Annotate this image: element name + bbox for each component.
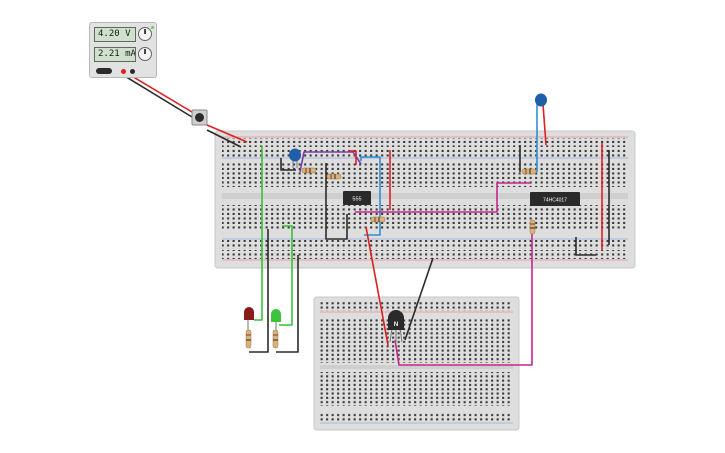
resistor-4[interactable] xyxy=(521,168,537,175)
negative-terminal-icon[interactable] xyxy=(130,69,135,74)
wire-black-gnd-1[interactable] xyxy=(249,229,269,353)
led-green[interactable] xyxy=(271,309,281,330)
chip-555-label: 555 xyxy=(352,197,361,203)
wire-red-supply[interactable] xyxy=(124,71,248,143)
main-breadboard[interactable] xyxy=(214,130,636,269)
power-switch[interactable] xyxy=(96,68,112,74)
resistor-2[interactable] xyxy=(326,173,342,180)
push-button[interactable] xyxy=(191,109,208,126)
wire-blue-555[interactable] xyxy=(360,156,381,236)
wire-red-555[interactable] xyxy=(348,150,357,165)
resistor-1[interactable] xyxy=(301,167,317,174)
wire-green-2[interactable] xyxy=(279,225,293,326)
resistor-5[interactable] xyxy=(529,219,536,235)
chip-74hc4017-label: 74HC4017 xyxy=(543,198,567,204)
resistor-led-red[interactable] xyxy=(245,329,252,349)
capacitor-2[interactable] xyxy=(535,93,547,107)
transistor-label: N xyxy=(394,322,398,328)
wire-black-emitter[interactable] xyxy=(404,257,434,341)
wire-black-rail-right[interactable] xyxy=(575,237,596,256)
current-knob-icon[interactable] xyxy=(138,47,152,61)
wire-green-1[interactable] xyxy=(254,146,263,321)
positive-terminal-icon[interactable] xyxy=(121,69,126,74)
wire-magenta-output[interactable] xyxy=(355,182,531,213)
chip-555[interactable]: 555 xyxy=(343,191,371,205)
resistor-3[interactable] xyxy=(370,216,386,223)
led-red[interactable] xyxy=(244,307,254,330)
wire-purple[interactable] xyxy=(299,151,362,173)
chip-74hc4017[interactable]: 74HC4017 xyxy=(530,192,580,206)
voltage-knob-icon[interactable] xyxy=(138,27,152,41)
current-display: 2.21 mA xyxy=(94,47,136,62)
resistor-led-green[interactable] xyxy=(272,329,279,349)
power-supply[interactable]: 4.20 V 2.21 mA xyxy=(89,22,157,78)
wire-magenta-base[interactable] xyxy=(394,228,533,366)
secondary-breadboard[interactable] xyxy=(313,296,520,431)
power-led-icon xyxy=(151,26,154,29)
wire-red-collector[interactable] xyxy=(365,226,389,346)
wire-black-gnd-2[interactable] xyxy=(276,255,299,353)
voltage-display: 4.20 V xyxy=(94,27,136,42)
wire-black-supply[interactable] xyxy=(117,71,242,148)
wire-black-555-2[interactable] xyxy=(280,158,296,171)
wire-red-cap[interactable] xyxy=(542,103,547,146)
transistor-npn[interactable]: N xyxy=(388,310,404,343)
wire-black-555-1[interactable] xyxy=(325,163,348,240)
capacitor-1[interactable] xyxy=(289,148,301,169)
